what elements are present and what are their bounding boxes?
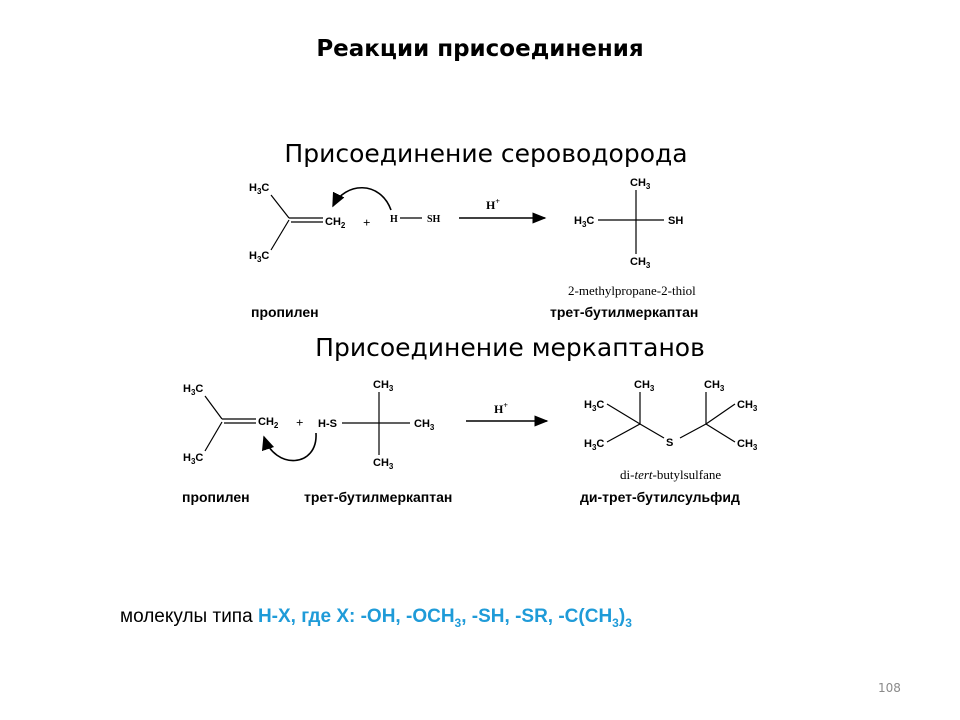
atom-ch3-lower-right: CH3 [737,438,758,452]
molecule-types-note: молекулы типа H-X, где X: -OH, -OCH3, -S… [120,606,632,630]
label-propylene-1: пропилен [251,304,319,320]
page-number: 108 [878,681,901,695]
atom-h3c-top: H3C [249,182,269,196]
atom-h3c-bottom: H3C [183,452,203,466]
section-heading-mercaptans: Присоединение меркаптанов [315,333,705,362]
atom-s: S [666,437,673,449]
atom-sh: SH [427,214,441,225]
note-prefix: молекулы типа [120,606,258,627]
atom-ch3-bottom: CH3 [630,256,651,270]
atom-ch2: CH2 [258,416,279,430]
atom-sh-right: SH [668,215,683,227]
label-tert-butylmercaptan-1: трет-бутилмеркаптан [550,304,699,320]
section-heading-hydrogen-sulfide: Присоединение сероводорода [284,139,688,168]
di-tert-butylsulfide-molecule: H3C H3C CH3 CH3 CH3 CH3 S [584,379,758,452]
tert-butylmercaptan-molecule-2: H-S CH3 CH3 CH3 [318,379,435,471]
atom-ch3-top-right: CH3 [704,379,725,393]
plus-sign-1: + [363,215,370,230]
atom-h3c-lower-left: H3C [584,438,604,452]
label-tert-butylmercaptan-2: трет-бутилмеркаптан [304,489,453,505]
iupac-tert: tert [634,467,653,482]
label-propylene-2: пропилен [182,489,250,505]
atom-ch2: CH2 [325,216,346,230]
atom-h3c-left: H3C [574,215,594,229]
atom-ch3-upper-right: CH3 [737,399,758,413]
iupac-name-2: di-tert-butylsulfane [620,467,721,483]
label-di-tert-butylsulfide: ди-трет-бутилсульфид [580,489,740,505]
atom-h3c-top: H3C [183,383,203,397]
iupac-suffix: -butylsulfane [652,467,722,482]
atom-ch3-top: CH3 [630,177,651,191]
iupac-prefix: di- [620,467,635,482]
atom-ch3-right: CH3 [414,418,435,432]
curved-arrow-2 [261,432,317,462]
atom-ch3-bottom: CH3 [373,457,394,471]
atom-h3c-upper-left: H3C [584,399,604,413]
catalyst-h-plus-1: H+ [486,197,500,212]
curved-arrow-1 [332,186,392,211]
atom-ch3-top: CH3 [373,379,394,393]
catalyst-h-plus-2: H+ [494,401,508,416]
atom-h: H [390,214,398,225]
atom-hs: H-S [318,418,337,430]
propylene-molecule-1: H3C H3C CH2 [249,182,346,264]
plus-sign-2: + [296,415,303,430]
propylene-molecule-2: H3C H3C CH2 [183,383,279,466]
slide-title: Реакции присоединения [316,36,644,62]
tert-butylmercaptan-molecule-1: CH3 H3C SH CH3 [574,177,683,270]
atom-ch3-top-left: CH3 [634,379,655,393]
note-formula: H-X, где X: -OH, -OCH3, -SH, -SR, -C(CH3… [257,606,632,630]
atom-h3c-bottom: H3C [249,250,269,264]
iupac-name-1: 2-methylpropane-2-thiol [568,283,696,298]
